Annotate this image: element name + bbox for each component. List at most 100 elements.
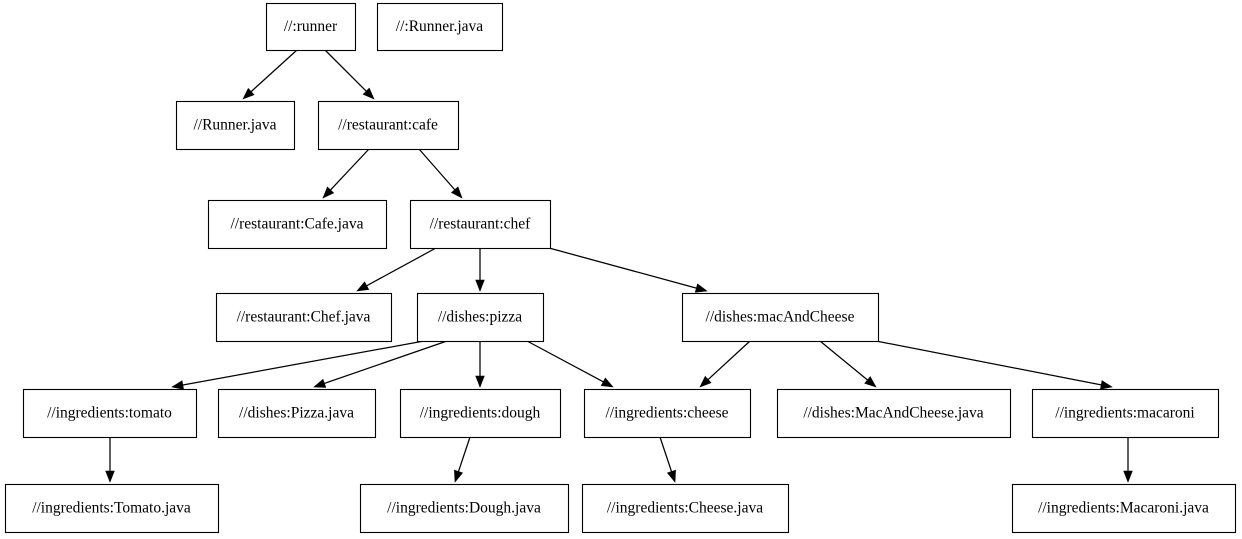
arrowhead-icon <box>694 283 708 293</box>
graph-edge <box>324 49 375 100</box>
graph-node-ing_cheese_java[interactable]: //ingredients:Cheese.java <box>581 483 790 534</box>
edge-line <box>366 247 437 287</box>
node-box[interactable] <box>175 100 296 151</box>
edge-line <box>330 148 370 191</box>
node-box[interactable] <box>409 199 552 250</box>
graph-node-ing_tomato_java[interactable]: //ingredients:Tomato.java <box>4 483 220 534</box>
graph-node-ing_tomato[interactable]: //ingredients:tomato <box>22 388 198 439</box>
arrowhead-icon <box>454 469 464 483</box>
edge-line <box>659 436 673 472</box>
graph-edge <box>699 340 751 388</box>
arrowhead-icon <box>666 469 676 483</box>
arrowhead-icon <box>105 470 115 483</box>
node-box[interactable] <box>22 388 198 439</box>
node-label: //ingredients:tomato <box>47 405 172 422</box>
edge-line <box>819 340 868 381</box>
graph-node-dishes_pizza_java[interactable]: //dishes:Pizza.java <box>217 388 377 439</box>
edge-line <box>250 49 298 93</box>
node-box[interactable] <box>265 2 357 52</box>
node-box[interactable] <box>399 388 562 439</box>
edge-layer <box>105 49 1133 483</box>
arrowhead-icon <box>475 375 485 388</box>
edge-line <box>526 340 604 383</box>
graph-edge <box>418 148 463 199</box>
graph-edge <box>171 340 425 390</box>
graph-edge <box>242 49 298 100</box>
node-box[interactable] <box>207 199 388 250</box>
graph-edge <box>475 341 485 388</box>
node-label: //dishes:macAndCheese <box>706 309 855 326</box>
graph-node-restaurant_cafe[interactable]: //restaurant:cafe <box>317 100 460 151</box>
graph-node-restaurant_cafe_java[interactable]: //restaurant:Cafe.java <box>207 199 388 250</box>
node-box[interactable] <box>1031 388 1220 439</box>
arrowhead-icon <box>362 87 375 100</box>
arrowhead-icon <box>475 279 485 292</box>
arrowhead-icon <box>600 377 614 388</box>
arrowhead-icon <box>171 380 184 390</box>
graph-edge <box>356 247 437 292</box>
node-box[interactable] <box>215 292 393 343</box>
node-label: //restaurant:Cafe.java <box>231 216 364 233</box>
graph-node-runner_java_root[interactable]: //:Runner.java <box>376 2 504 52</box>
graph-edge <box>322 148 370 199</box>
node-box[interactable] <box>1011 483 1237 534</box>
node-label: //ingredients:Cheese.java <box>607 500 763 517</box>
node-label: //ingredients:cheese <box>605 405 728 422</box>
arrowhead-icon <box>356 281 370 292</box>
graph-node-ing_macaroni_java[interactable]: //ingredients:Macaroni.java <box>1011 483 1237 534</box>
arrowhead-icon <box>1100 380 1113 390</box>
node-box[interactable] <box>217 388 377 439</box>
edge-line <box>548 247 697 289</box>
graph-edge <box>659 436 676 483</box>
arrowhead-icon <box>1123 470 1133 483</box>
graph-node-ing_dough_java[interactable]: //ingredients:Dough.java <box>359 483 570 534</box>
node-label: //ingredients:Dough.java <box>387 500 541 517</box>
node-label: //restaurant:chef <box>430 216 532 233</box>
node-label: //restaurant:Chef.java <box>237 309 371 326</box>
node-box[interactable] <box>776 388 1012 439</box>
graph-edge <box>875 340 1113 390</box>
node-box[interactable] <box>359 483 570 534</box>
node-label: //ingredients:Tomato.java <box>32 500 191 517</box>
arrowhead-icon <box>242 87 255 100</box>
node-label: //:runner <box>284 18 338 35</box>
node-label: //dishes:pizza <box>438 309 522 326</box>
edge-line <box>707 340 751 381</box>
graph-node-ing_dough[interactable]: //ingredients:dough <box>399 388 562 439</box>
edge-line <box>418 148 456 191</box>
node-label: //dishes:MacAndCheese.java <box>803 405 983 422</box>
node-layer: //:runner //:Runner.java //Runner.java //re… <box>4 2 1237 534</box>
edge-line <box>324 49 367 92</box>
node-label: //ingredients:Macaroni.java <box>1038 500 1209 517</box>
graph-node-restaurant_chef_java[interactable]: //restaurant:Chef.java <box>215 292 393 343</box>
graph-node-dishes_macandcheese[interactable]: //dishes:macAndCheese <box>681 292 880 343</box>
node-label: //ingredients:macaroni <box>1055 405 1195 422</box>
arrowhead-icon <box>322 186 335 199</box>
graph-node-runner[interactable]: //:runner <box>265 2 357 52</box>
node-box[interactable] <box>376 2 504 52</box>
graph-edge <box>105 437 115 483</box>
graph-edge <box>1123 437 1133 483</box>
arrowhead-icon <box>864 376 877 388</box>
edge-line <box>182 340 425 386</box>
edge-line <box>457 436 471 472</box>
node-box[interactable] <box>317 100 460 151</box>
graph-node-dishes_macandcheese_java[interactable]: //dishes:MacAndCheese.java <box>776 388 1012 439</box>
node-box[interactable] <box>4 483 220 534</box>
node-label: //Runner.java <box>193 117 276 134</box>
arrowhead-icon <box>699 375 712 388</box>
graph-node-ing_macaroni[interactable]: //ingredients:macaroni <box>1031 388 1220 439</box>
graph-edge <box>454 436 471 483</box>
node-box[interactable] <box>583 388 752 439</box>
edge-line <box>324 340 448 384</box>
graph-node-restaurant_chef[interactable]: //restaurant:chef <box>409 199 552 250</box>
arrowhead-icon <box>313 378 327 388</box>
node-box[interactable] <box>416 292 545 343</box>
graph-edge <box>475 248 485 292</box>
node-box[interactable] <box>581 483 790 534</box>
graph-node-dishes_pizza[interactable]: //dishes:pizza <box>416 292 545 343</box>
graph-node-ing_cheese[interactable]: //ingredients:cheese <box>583 388 752 439</box>
graph-node-runner_java[interactable]: //Runner.java <box>175 100 296 151</box>
node-box[interactable] <box>681 292 880 343</box>
